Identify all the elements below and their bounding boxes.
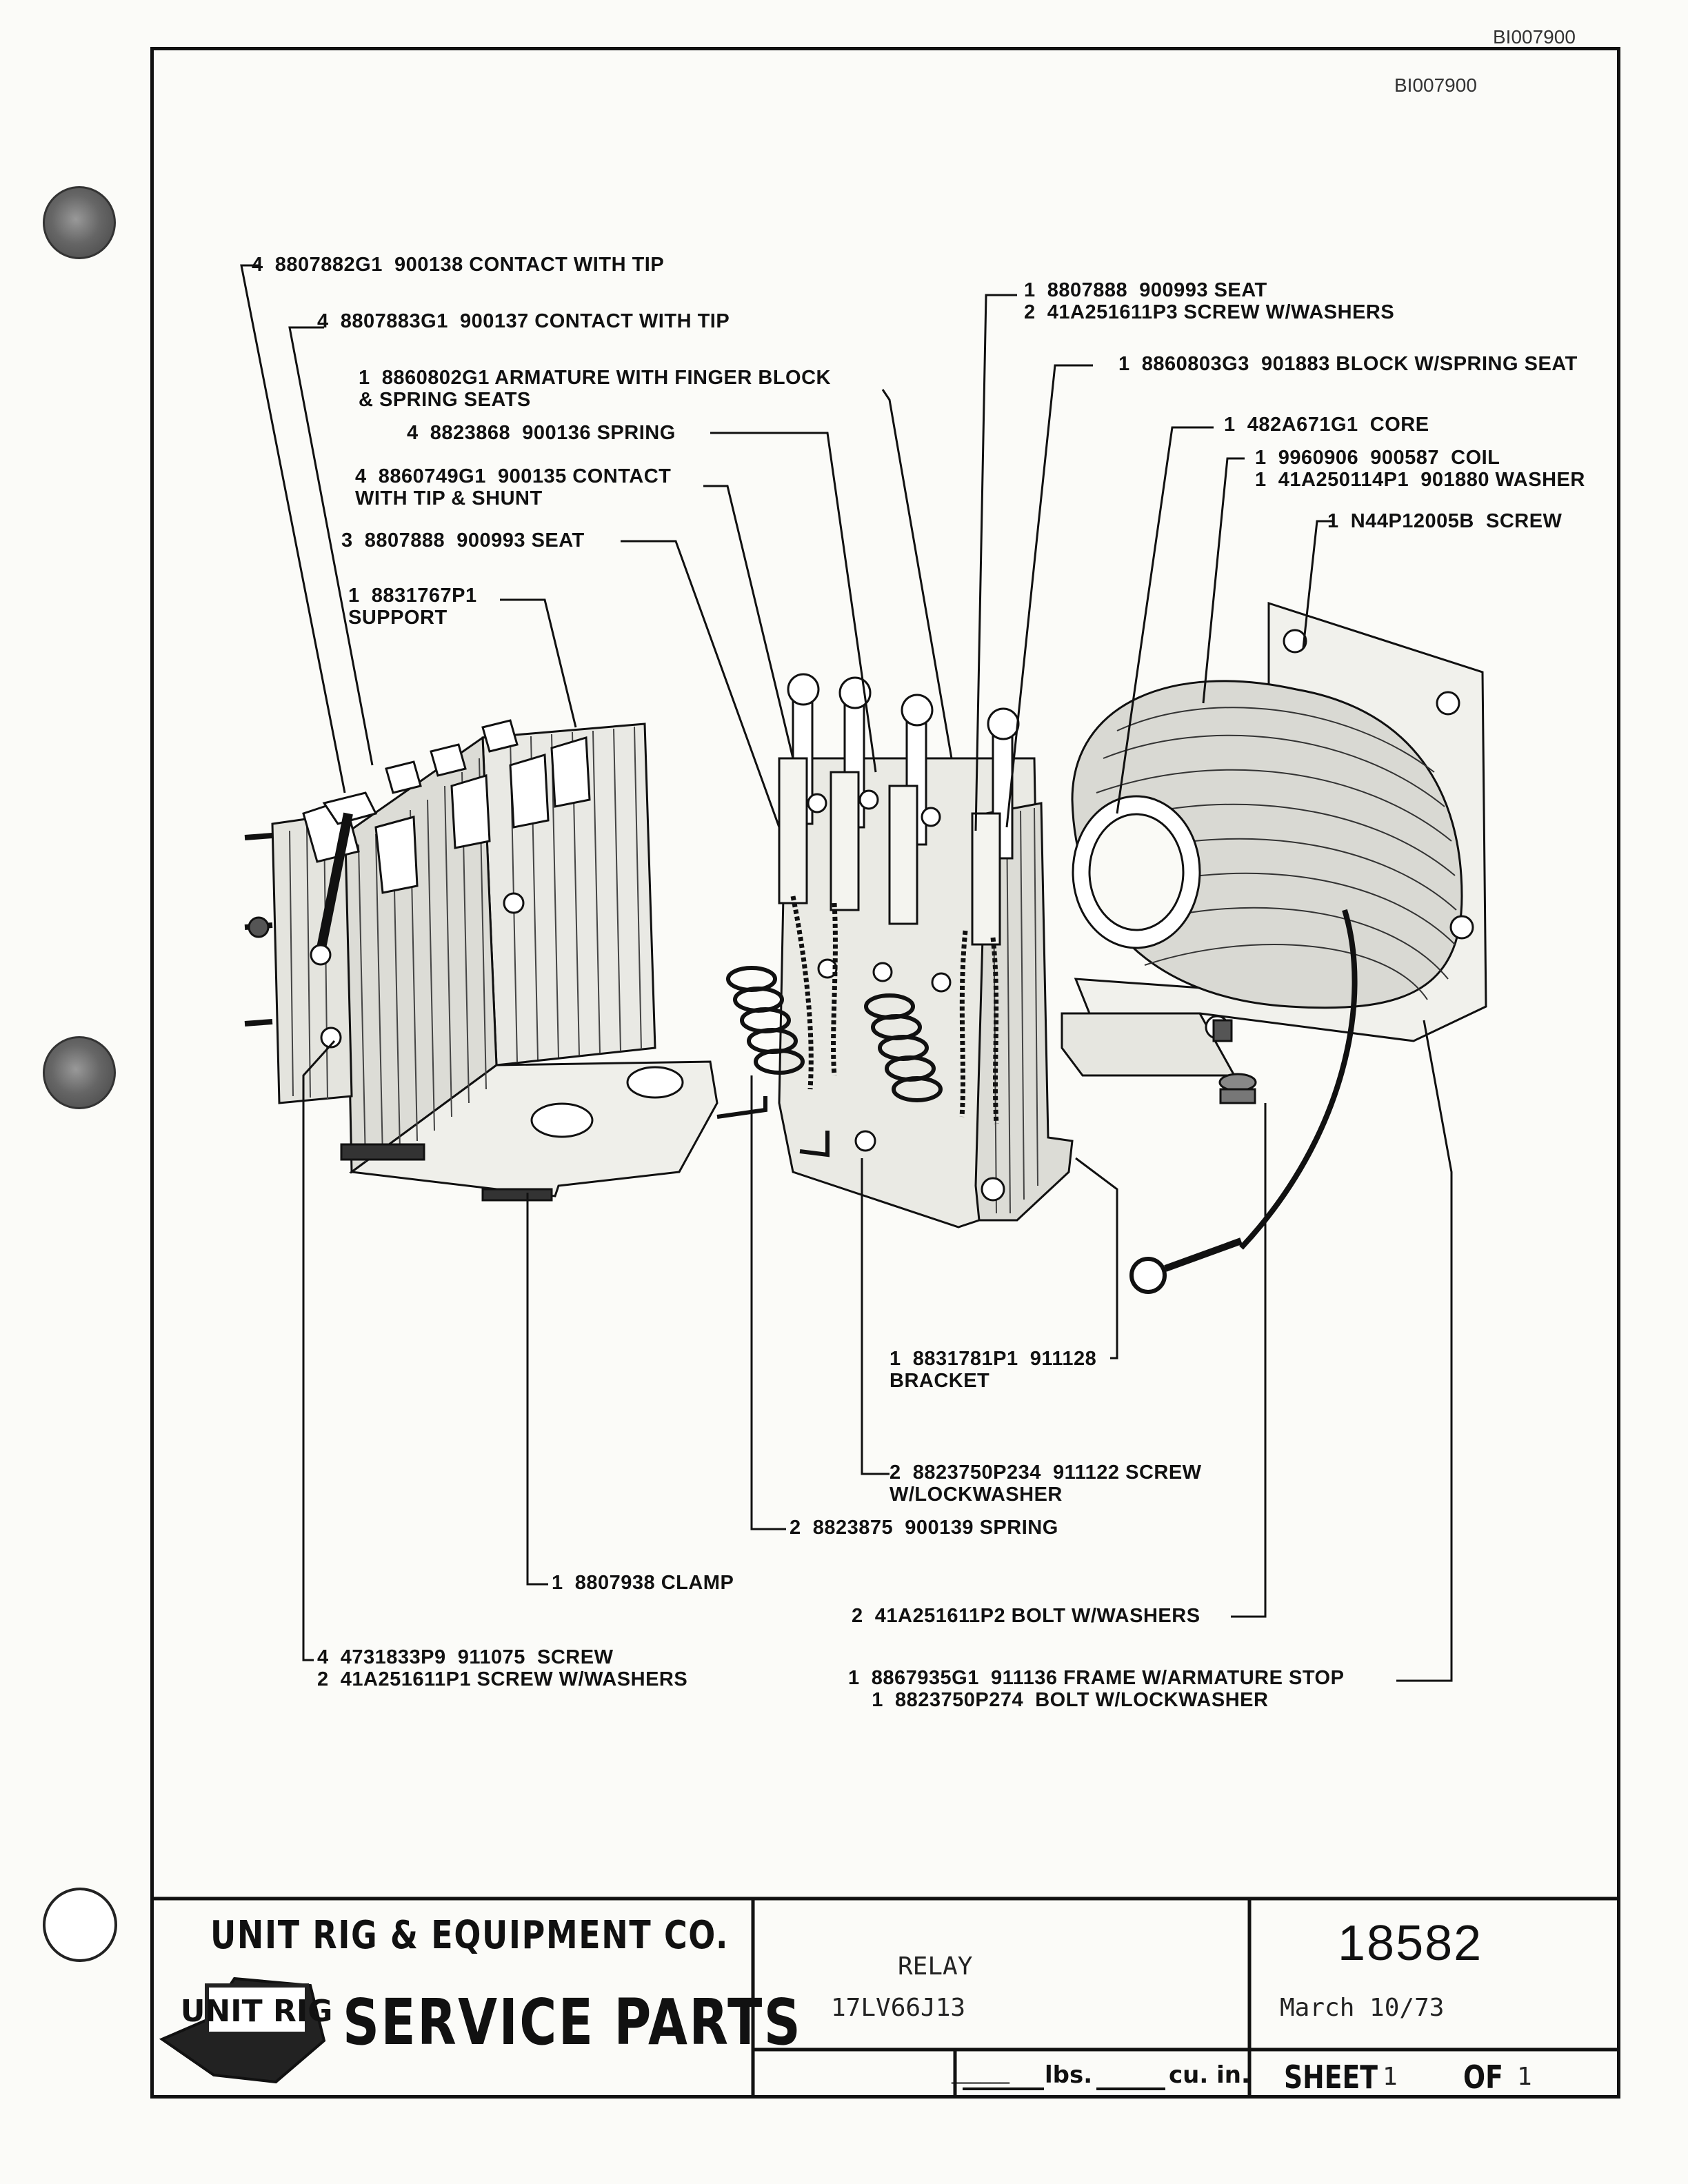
drawing-frame xyxy=(150,47,1620,2099)
weight-blank xyxy=(963,2060,1044,2090)
callout-clamp: 1 8807938 CLAMP xyxy=(552,1572,734,1594)
volume-blank xyxy=(1096,2060,1165,2090)
sheet-number: 1 xyxy=(1383,2063,1398,2091)
callout-spring-900139: 2 8823875 900139 SPRING xyxy=(790,1517,1058,1539)
armature-assembly xyxy=(716,673,1074,1228)
callout-bracket: 1 8831781P1 911128 BRACKET xyxy=(890,1348,1097,1392)
callout-support: 1 8831767P1 SUPPORT xyxy=(348,585,477,629)
logo-text: UNIT RIG xyxy=(181,1994,333,2029)
drawing-date: March 10/73 xyxy=(1280,1994,1445,2022)
service-parts-heading: SERVICE PARTS xyxy=(343,1985,803,2059)
support-assembly xyxy=(244,719,719,1202)
callout-block-spring-seat: 1 8860803G3 901883 BLOCK W/SPRING SEAT xyxy=(1118,353,1578,375)
sheet-label: SHEET xyxy=(1284,2059,1378,2096)
callout-bolt-washers: 2 41A251611P2 BOLT W/WASHERS xyxy=(852,1605,1200,1627)
callout-frame-armature-stop: 1 8867935G1 911136 FRAME W/ARMATURE STOP… xyxy=(848,1667,1345,1711)
blank-line-lbs: ______ xyxy=(951,2061,1010,2084)
callout-spring-900136: 4 8823868 900136 SPRING xyxy=(407,422,676,444)
callout-seat-3: 3 8807888 900993 SEAT xyxy=(341,529,585,552)
drawing-number: 18582 xyxy=(1338,1916,1483,1971)
callout-screw-n44: 1 N44P12005B SCREW xyxy=(1327,510,1563,532)
part-model: 17LV66J13 xyxy=(831,1994,966,2022)
unit-rig-logo xyxy=(159,1976,326,2084)
binder-hole-middle xyxy=(43,1036,116,1109)
document-id-top: BI007900 xyxy=(1493,26,1576,48)
sheet-total: 1 xyxy=(1517,2063,1532,2091)
callout-screws-washers: 4 4731833P9 911075 SCREW 2 41A251611P1 S… xyxy=(317,1646,688,1690)
binder-hole-bottom xyxy=(43,1888,117,1962)
callout-seat-screws: 1 8807888 900993 SEAT 2 41A251611P3 SCRE… xyxy=(1024,279,1395,323)
lbs-label: lbs. xyxy=(1045,2061,1093,2089)
callout-core: 1 482A671G1 CORE xyxy=(1224,414,1429,436)
callout-contact-900138: 4 8807882G1 900138 CONTACT WITH TIP xyxy=(252,254,665,276)
binder-hole-top xyxy=(43,186,116,259)
cuin-label: cu. in. xyxy=(1169,2061,1250,2089)
callout-coil-washer: 1 9960906 900587 COIL 1 41A250114P1 9018… xyxy=(1255,447,1585,491)
callout-contact-shunt: 4 8860749G1 900135 CONTACT WITH TIP & SH… xyxy=(355,465,672,509)
company-name: UNIT RIG & EQUIPMENT CO. xyxy=(210,1913,730,1958)
document-id-inner: BI007900 xyxy=(1394,74,1477,96)
coil-assembly xyxy=(1061,601,1487,1294)
callout-contact-900137: 4 8807883G1 900137 CONTACT WITH TIP xyxy=(317,310,730,332)
part-name: RELAY xyxy=(898,1952,973,1981)
callout-armature: 1 8860802G1 ARMATURE WITH FINGER BLOCK &… xyxy=(359,367,831,411)
of-label: OF xyxy=(1463,2059,1503,2096)
callout-screw-lockwasher: 2 8823750P234 911122 SCREW W/LOCKWASHER xyxy=(890,1462,1202,1506)
